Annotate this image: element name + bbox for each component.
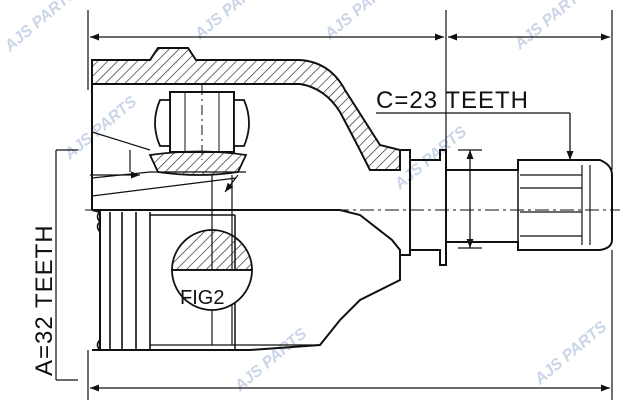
leader-arrow bbox=[90, 171, 239, 193]
watermark-text: AJS PARTS bbox=[231, 325, 311, 396]
watermark-text: AJS PARTS bbox=[511, 0, 591, 54]
inner-roller bbox=[148, 85, 250, 176]
c-leader bbox=[376, 112, 574, 160]
a-teeth-label: A=32 TEETH bbox=[31, 224, 58, 376]
outer-housing bbox=[91, 47, 401, 351]
fig2-detail: FIG2 bbox=[171, 175, 253, 345]
watermark-text: AJS PARTS bbox=[391, 123, 471, 194]
watermark-text: AJS PARTS bbox=[531, 318, 611, 389]
a-dimension bbox=[55, 149, 78, 381]
bottom-dimension bbox=[87, 250, 613, 400]
watermark-text: AJS PARTS bbox=[61, 93, 141, 164]
shaft-diameter-dimension bbox=[458, 149, 482, 249]
fig2-label: FIG2 bbox=[180, 287, 224, 309]
spline-shaft bbox=[400, 149, 613, 266]
watermark-text: AJS PARTS bbox=[1, 0, 81, 56]
top-dimension bbox=[87, 10, 613, 170]
c-teeth-label: C=23 TEETH bbox=[376, 87, 529, 114]
